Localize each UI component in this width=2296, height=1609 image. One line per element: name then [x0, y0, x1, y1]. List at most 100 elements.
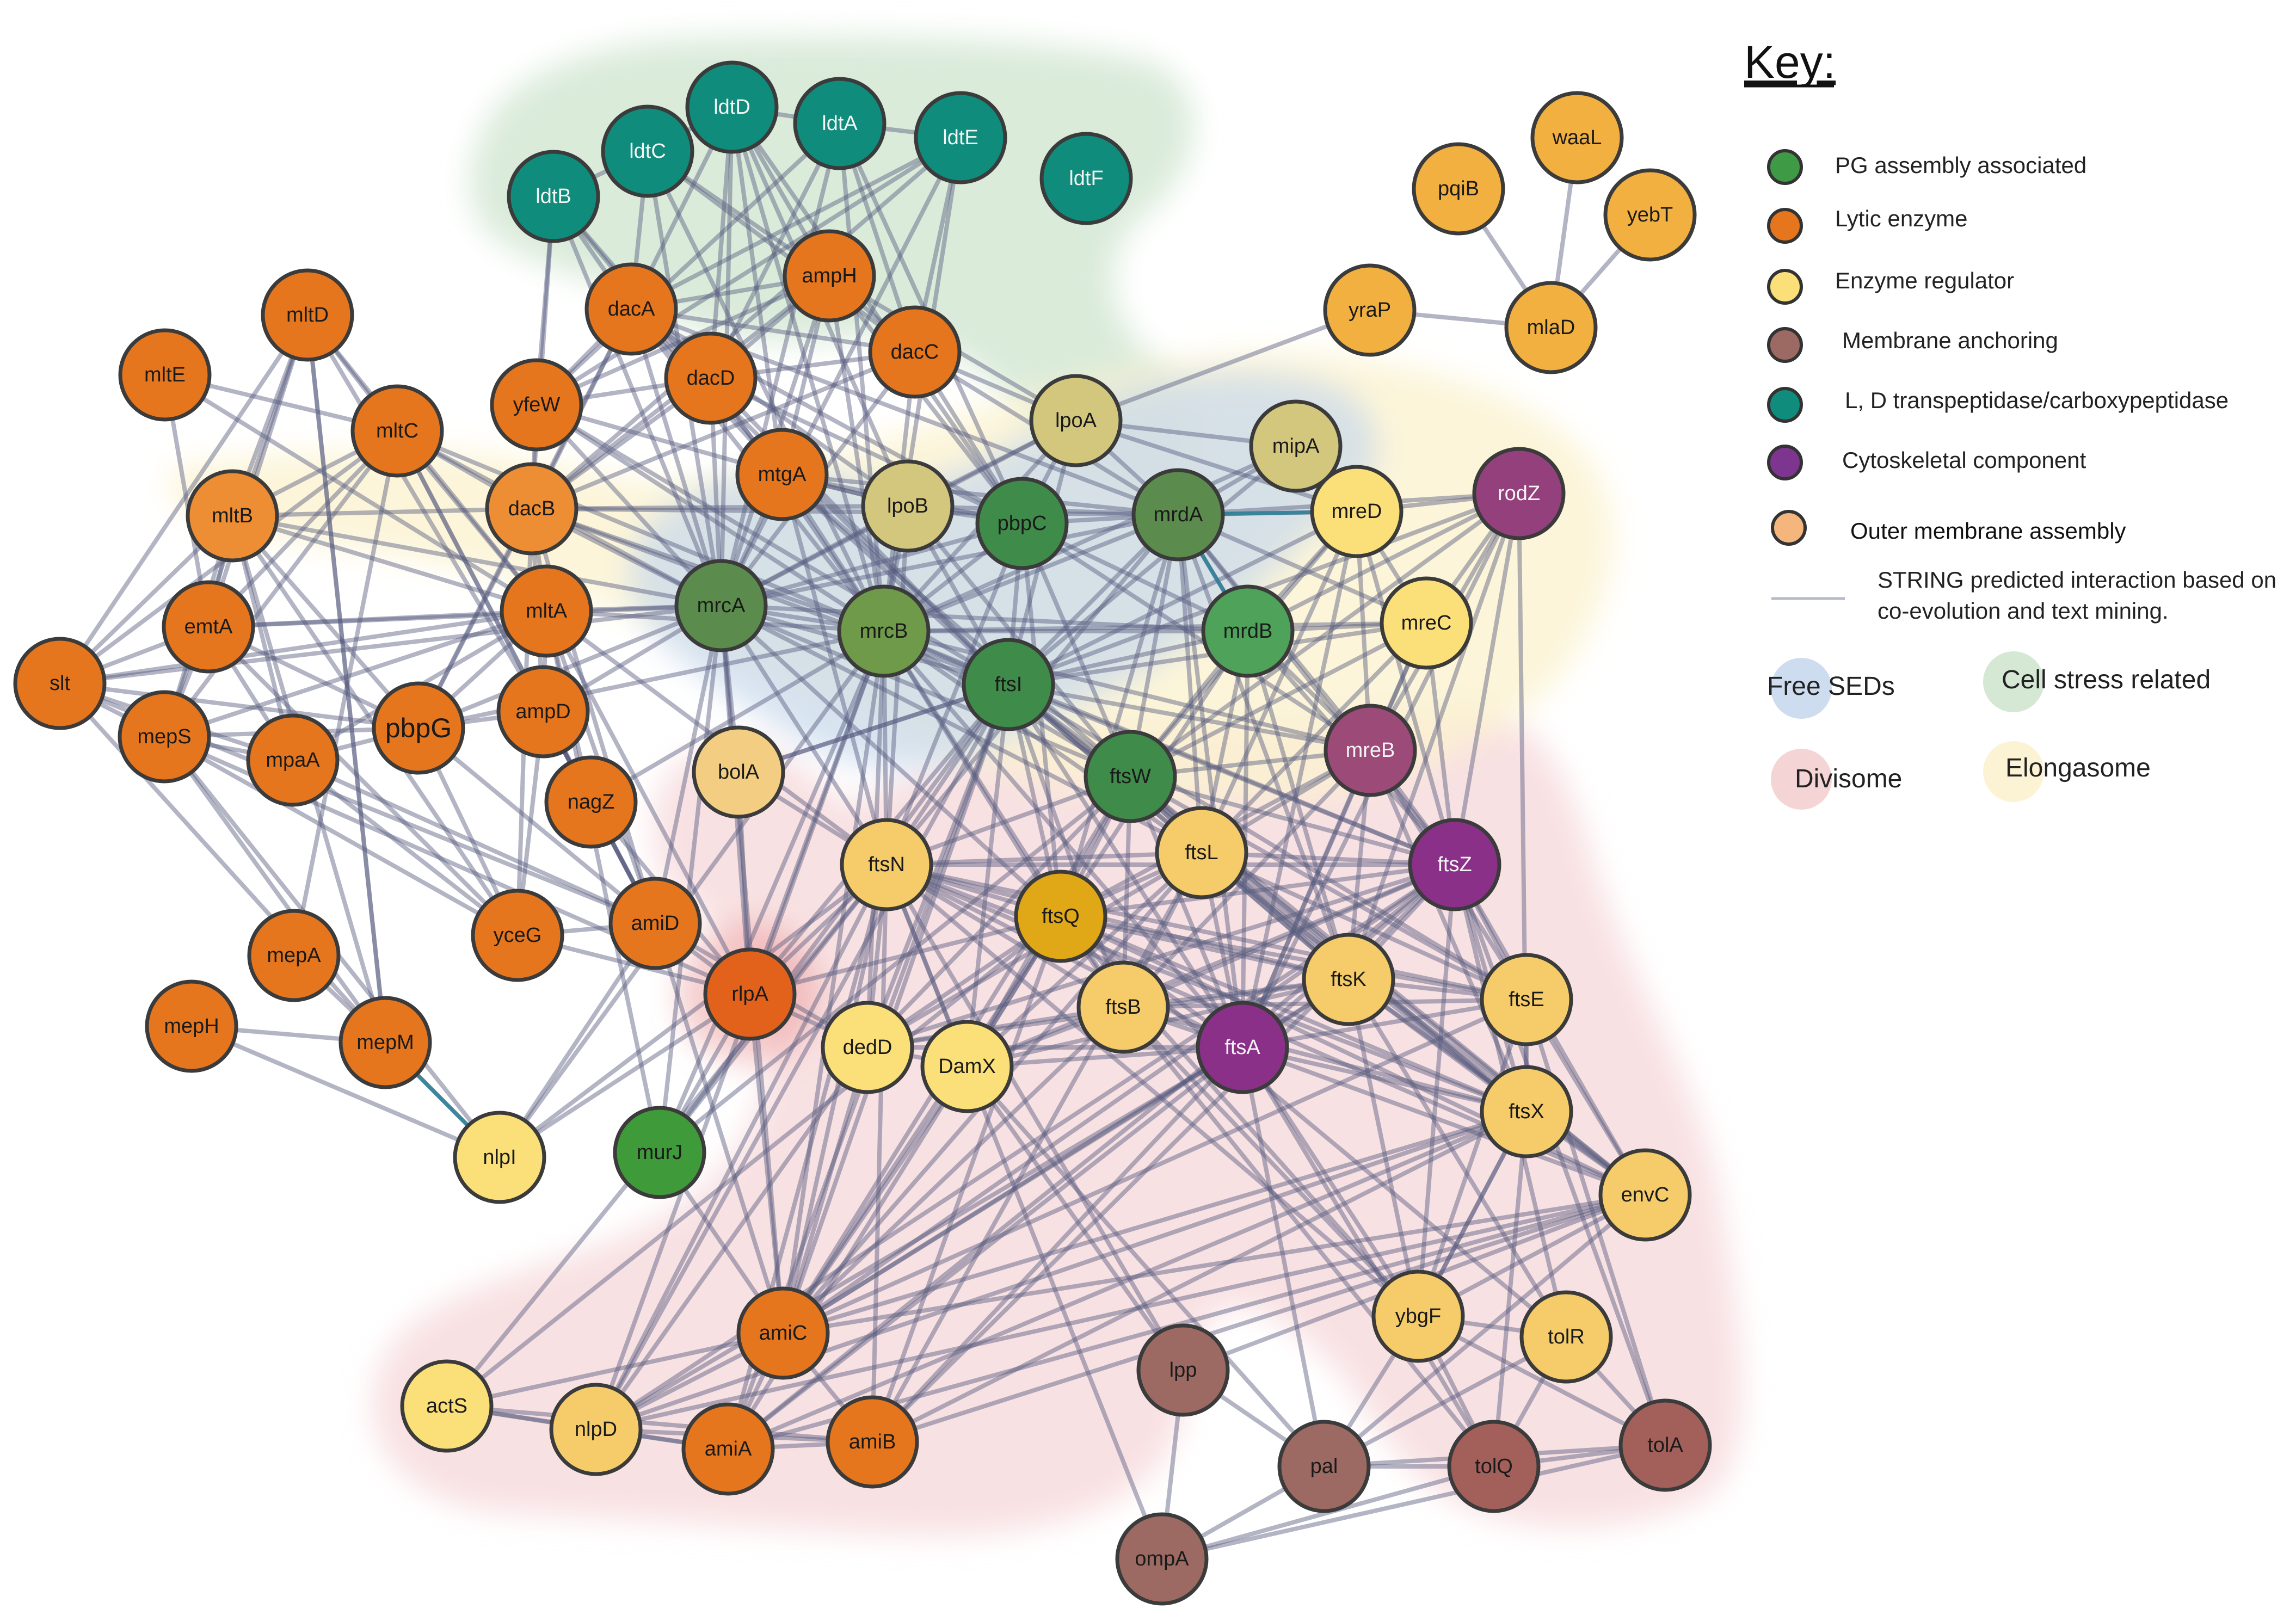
interaction-edge — [1006, 682, 1245, 1050]
node-mepH[interactable]: mepH — [145, 979, 238, 1073]
node-mltE[interactable]: mltE — [118, 328, 212, 422]
node-lpoB[interactable]: lpoB — [861, 459, 955, 553]
node-actS[interactable]: actS — [400, 1359, 494, 1453]
interaction-edge — [1128, 491, 1521, 779]
node-ldtE[interactable]: ldtE — [914, 91, 1007, 184]
node-ldtD[interactable]: ldtD — [685, 60, 779, 154]
interaction-edge — [162, 429, 399, 739]
svg-text:ftsQ: ftsQ — [1042, 905, 1080, 928]
node-yraP[interactable]: yraP — [1323, 263, 1417, 357]
node-tolR[interactable]: tolR — [1519, 1290, 1613, 1384]
node-amiC[interactable]: amiC — [736, 1286, 830, 1380]
node-mreD[interactable]: mreD — [1310, 465, 1404, 558]
node-amiB[interactable]: amiB — [826, 1395, 919, 1489]
node-mreB[interactable]: mreB — [1324, 704, 1417, 797]
node-mltB[interactable]: mltB — [186, 469, 279, 563]
node-pbpC[interactable]: pbpC — [975, 477, 1069, 570]
node-ftsZ[interactable]: ftsZ — [1408, 818, 1501, 911]
node-emtA[interactable]: emtA — [162, 580, 255, 674]
interaction-edge — [1121, 1005, 1420, 1318]
interaction-edge — [827, 274, 1024, 526]
interaction-edge — [1176, 513, 1457, 867]
node-mipA[interactable]: mipA — [1249, 399, 1343, 493]
node-pqiB[interactable]: pqiB — [1412, 142, 1505, 236]
interaction-edge — [1346, 977, 1420, 1318]
interaction-edge — [445, 914, 1063, 1408]
node-lpoA[interactable]: lpoA — [1029, 374, 1123, 467]
node-pbpG[interactable]: pbpG — [372, 681, 465, 775]
node-mrcA[interactable]: mrcA — [674, 559, 768, 652]
node-rodZ[interactable]: rodZ — [1472, 447, 1566, 540]
node-pal[interactable]: pal — [1277, 1420, 1371, 1513]
node-yebT[interactable]: yebT — [1603, 168, 1697, 262]
node-amiD[interactable]: amiD — [608, 877, 702, 970]
interaction-edge — [781, 914, 1063, 1335]
interaction-edge — [1240, 748, 1372, 1050]
node-nlpD[interactable]: nlpD — [549, 1383, 643, 1476]
node-mltD[interactable]: mltD — [261, 268, 354, 362]
svg-text:waaL: waaL — [1552, 126, 1602, 149]
node-mepS[interactable]: mepS — [118, 690, 211, 784]
node-ftsX[interactable]: ftsX — [1480, 1065, 1573, 1158]
node-ldtA[interactable]: ldtA — [793, 77, 887, 170]
node-ldtC[interactable]: ldtC — [601, 104, 694, 198]
interaction-edge — [1322, 1193, 1647, 1469]
node-yfeW[interactable]: yfeW — [490, 358, 583, 452]
node-nlpI[interactable]: nlpI — [453, 1111, 546, 1204]
interaction-edge — [781, 1064, 969, 1335]
node-envC[interactable]: envC — [1598, 1148, 1692, 1242]
node-amiA[interactable]: amiA — [681, 1402, 775, 1496]
node-dacA[interactable]: dacA — [584, 262, 678, 356]
interaction-edge — [1492, 1109, 1529, 1469]
svg-text:mrcA: mrcA — [697, 594, 746, 617]
node-murJ[interactable]: murJ — [613, 1106, 706, 1199]
node-ftsN[interactable]: ftsN — [840, 818, 933, 911]
node-ftsW[interactable]: ftsW — [1084, 730, 1177, 823]
node-nagZ[interactable]: nagZ — [544, 755, 638, 849]
node-tolQ[interactable]: tolQ — [1447, 1420, 1541, 1513]
node-mrcB[interactable]: mrcB — [837, 584, 931, 678]
node-yceG[interactable]: yceG — [471, 889, 564, 982]
node-ftsA[interactable]: ftsA — [1196, 1001, 1289, 1094]
interaction-edge — [870, 850, 1204, 1444]
node-ftsK[interactable]: ftsK — [1302, 933, 1395, 1026]
node-ampD[interactable]: ampD — [496, 665, 590, 759]
node-ldtB[interactable]: ldtB — [507, 150, 600, 243]
node-dacB[interactable]: dacB — [485, 462, 578, 556]
node-dacD[interactable]: dacD — [664, 331, 758, 425]
node-mltA[interactable]: mltA — [500, 564, 593, 658]
legend-label: Enzyme regulator — [1835, 268, 2014, 293]
node-mreC[interactable]: mreC — [1380, 576, 1473, 670]
node-dacC[interactable]: dacC — [868, 305, 962, 399]
node-mrdB[interactable]: mrdB — [1201, 584, 1295, 678]
node-DamX[interactable]: DamX — [920, 1020, 1014, 1113]
node-mpaA[interactable]: mpaA — [246, 713, 340, 807]
interaction-edge — [58, 609, 549, 686]
node-mltC[interactable]: mltC — [350, 384, 444, 478]
node-waaL[interactable]: waaL — [1530, 91, 1624, 184]
node-ybgF[interactable]: ybgF — [1371, 1269, 1465, 1363]
node-bolA[interactable]: bolA — [692, 725, 785, 819]
node-lpp[interactable]: lpp — [1136, 1323, 1230, 1417]
node-ftsQ[interactable]: ftsQ — [1014, 870, 1107, 963]
node-dedD[interactable]: dedD — [821, 1001, 914, 1094]
interaction-edge — [629, 135, 963, 311]
interaction-edge — [780, 472, 1132, 779]
node-rlpA[interactable]: rlpA — [703, 947, 797, 1041]
node-mepM[interactable]: mepM — [338, 996, 432, 1089]
node-tolA[interactable]: tolA — [1618, 1398, 1712, 1492]
interaction-edge — [445, 1331, 785, 1408]
node-mtgA[interactable]: mtgA — [735, 428, 829, 521]
node-slt[interactable]: slt — [13, 637, 107, 730]
node-ftsE[interactable]: ftsE — [1480, 953, 1573, 1046]
node-mrdA[interactable]: mrdA — [1131, 468, 1225, 562]
node-mepA[interactable]: mepA — [247, 909, 341, 1002]
node-mlaD[interactable]: mlaD — [1504, 281, 1598, 374]
node-ampH[interactable]: ampH — [783, 229, 876, 323]
node-ldtF[interactable]: ldtF — [1039, 132, 1133, 225]
node-ompA[interactable]: ompA — [1115, 1512, 1209, 1606]
node-ftsI[interactable]: ftsI — [962, 638, 1055, 731]
node-ftsB[interactable]: ftsB — [1076, 960, 1170, 1054]
node-ftsL[interactable]: ftsL — [1155, 806, 1248, 899]
interaction-edge — [719, 603, 889, 867]
